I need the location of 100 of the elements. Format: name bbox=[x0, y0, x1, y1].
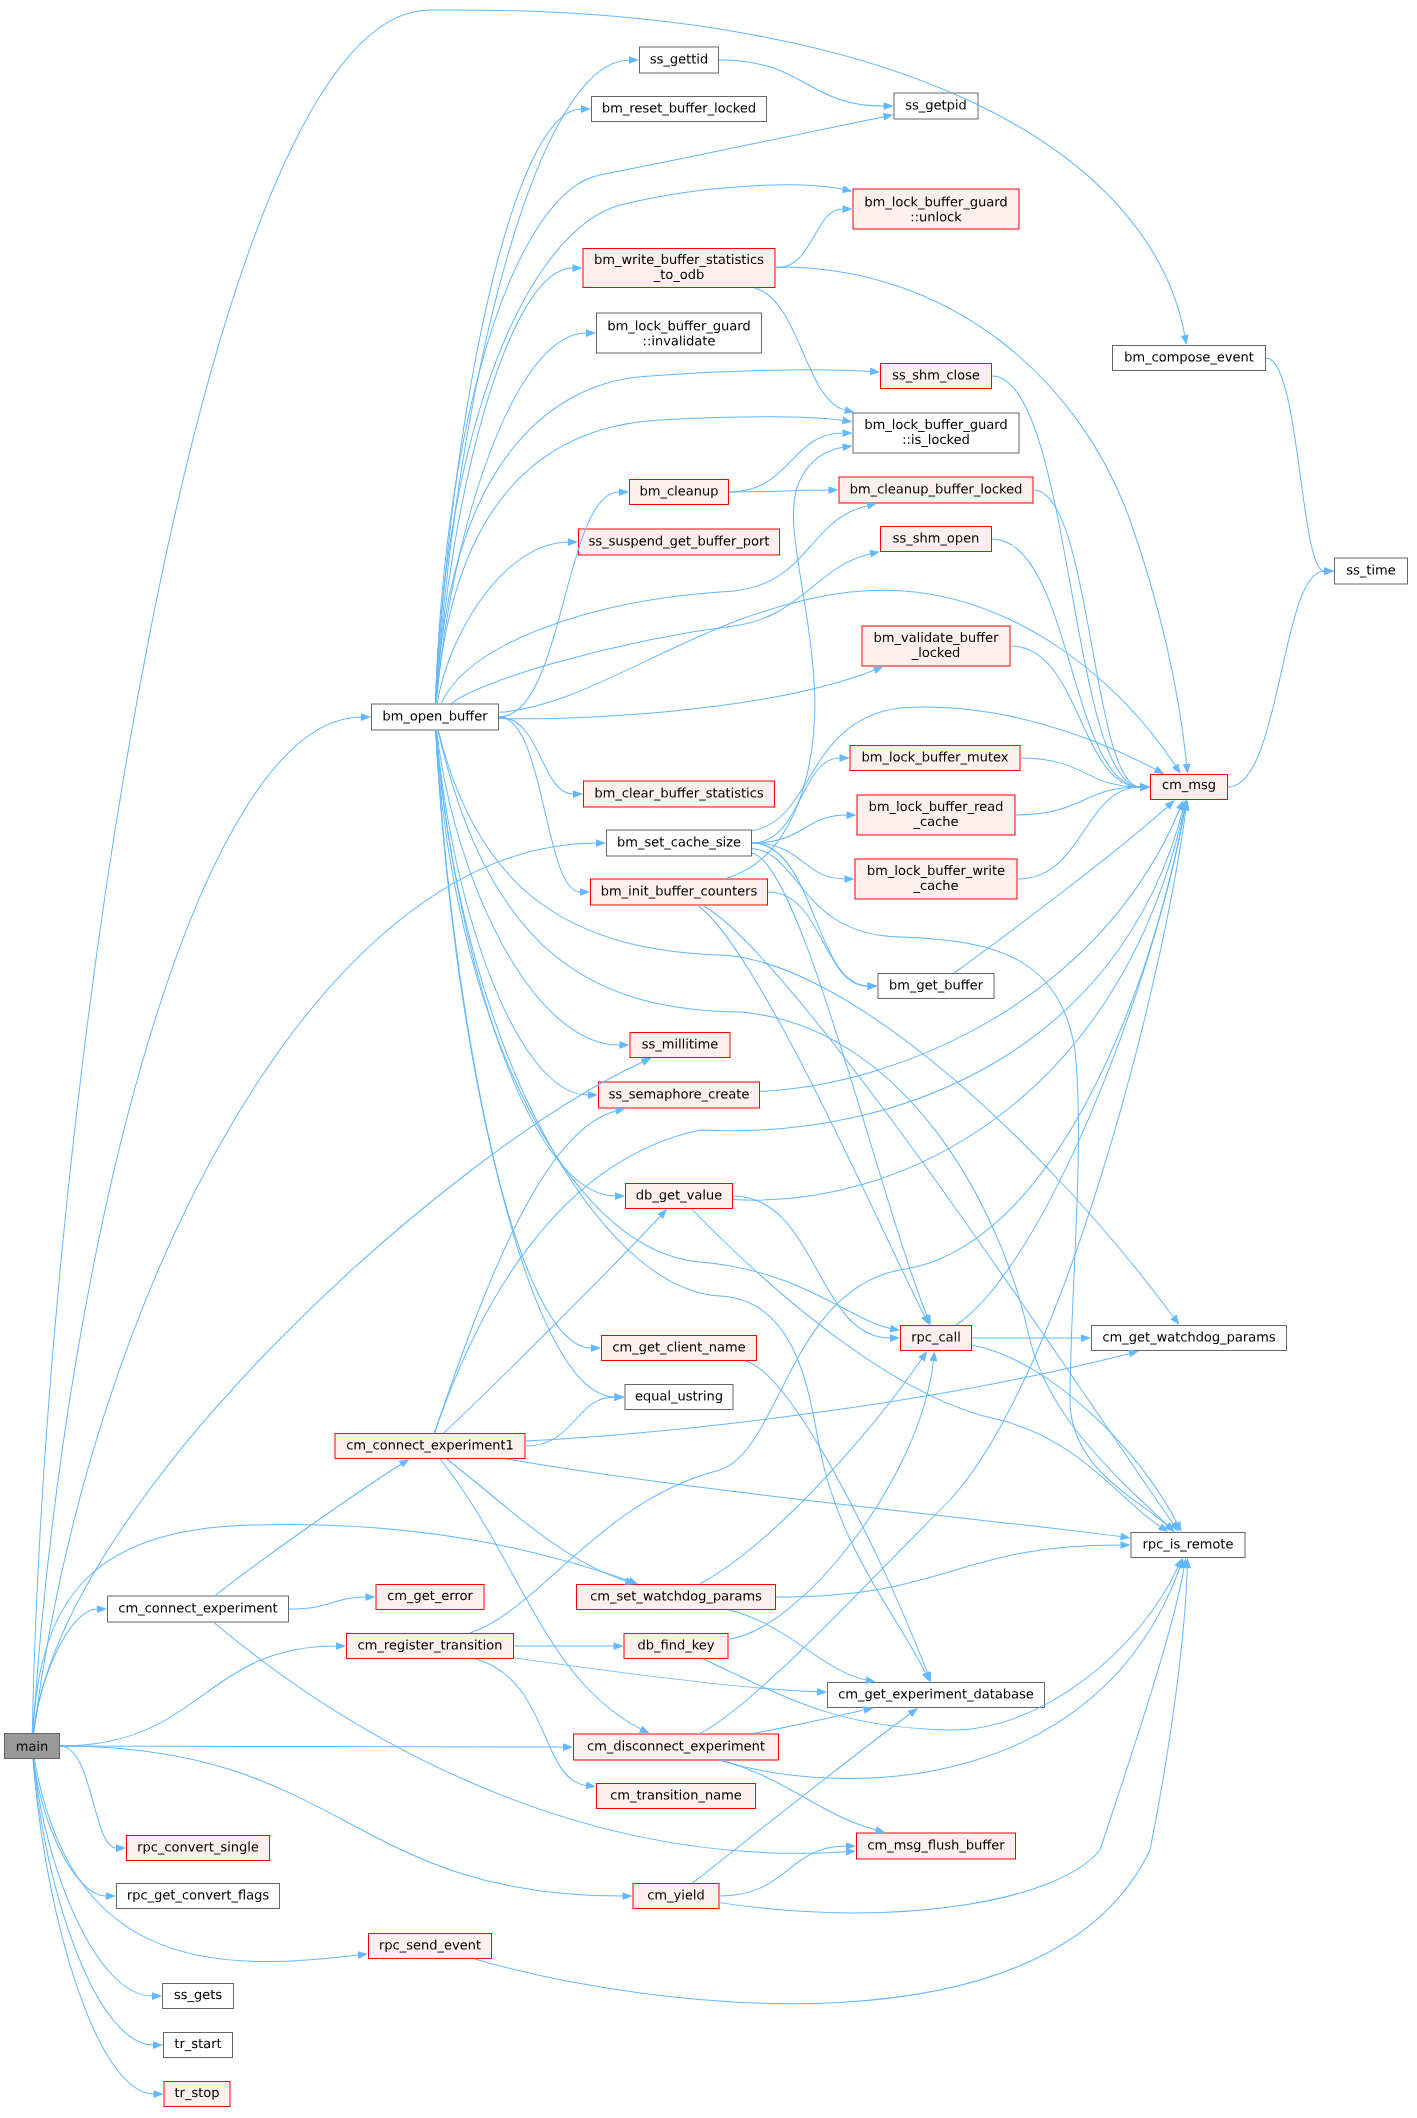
function-box: ss_suspend_get_buffer_port bbox=[578, 528, 780, 556]
call-arrow bbox=[702, 1558, 1182, 1731]
function-box: bm_write_buffer_statistics _to_odb bbox=[582, 248, 776, 288]
call-arrow bbox=[440, 502, 877, 704]
call-arrow bbox=[719, 1558, 1188, 1914]
function-box: bm_set_cache_size bbox=[606, 829, 752, 857]
function-box: tr_stop bbox=[163, 2081, 231, 2107]
function-box: cm_register_transition bbox=[346, 1633, 514, 1659]
call-arrow bbox=[718, 59, 893, 110]
call-arrow bbox=[498, 666, 883, 720]
call-arrow bbox=[436, 538, 578, 704]
call-arrow bbox=[513, 1642, 623, 1650]
call-arrow bbox=[59, 1745, 126, 1852]
call-arrow bbox=[474, 1558, 1191, 2004]
call-arrow bbox=[436, 730, 629, 1049]
call-arrow bbox=[435, 367, 880, 704]
call-arrow bbox=[475, 1658, 596, 1790]
function-box: cm_get_watchdog_params bbox=[1091, 1325, 1287, 1351]
call-arrow bbox=[498, 589, 1181, 774]
function-box: rpc_convert_single bbox=[126, 1835, 270, 1861]
call-arrow bbox=[32, 1605, 107, 1734]
function-box: bm_reset_buffer_locked bbox=[591, 96, 767, 122]
function-box: bm_lock_buffer_mutex bbox=[849, 745, 1021, 771]
function-box: cm_get_client_name bbox=[601, 1335, 757, 1361]
function-box: ss_semaphore_create bbox=[598, 1081, 760, 1109]
call-arrow bbox=[513, 1657, 827, 1696]
call-arrow bbox=[498, 716, 590, 896]
function-box: bm_get_buffer bbox=[877, 973, 995, 999]
call-arrow bbox=[33, 1758, 368, 1962]
function-box: rpc_send_event bbox=[368, 1933, 492, 1959]
call-arrow bbox=[498, 488, 629, 718]
call-arrow bbox=[728, 1609, 875, 1684]
call-arrow bbox=[435, 730, 930, 1682]
call-arrow bbox=[1227, 567, 1334, 788]
call-arrow bbox=[692, 1708, 918, 1884]
function-box: cm_transition_name bbox=[596, 1783, 756, 1809]
function-box: tr_start bbox=[163, 2032, 233, 2058]
call-arrow bbox=[971, 1334, 1091, 1342]
function-box: rpc_call bbox=[900, 1325, 972, 1351]
call-arrow bbox=[971, 1344, 1182, 1532]
call-arrow bbox=[214, 1459, 409, 1596]
function-box: bm_cleanup bbox=[629, 479, 729, 505]
call-arrow bbox=[446, 1458, 635, 1585]
call-arrow bbox=[434, 184, 852, 704]
call-arrow bbox=[719, 1842, 856, 1897]
function-box: bm_lock_buffer_guard ::unlock bbox=[852, 188, 1020, 230]
call-arrow bbox=[702, 905, 1179, 1532]
call-arrow bbox=[744, 1360, 931, 1682]
function-box: cm_connect_experiment1 bbox=[334, 1433, 526, 1459]
call-arrow bbox=[213, 1622, 856, 1856]
call-arrow bbox=[1017, 783, 1150, 880]
function-box: ss_time bbox=[1334, 557, 1408, 585]
call-arrow bbox=[435, 416, 852, 704]
function-box: cm_connect_experiment bbox=[107, 1595, 289, 1623]
call-arrow bbox=[732, 1195, 900, 1342]
function-box: bm_lock_buffer_read _cache bbox=[856, 794, 1016, 836]
function-box: ss_shm_close bbox=[880, 363, 992, 389]
function-box: db_find_key bbox=[623, 1633, 729, 1659]
call-arrow bbox=[732, 800, 1188, 1201]
call-arrow bbox=[767, 891, 877, 990]
function-box: main bbox=[4, 1733, 60, 1759]
call-arrow bbox=[953, 800, 1175, 974]
function-box: bm_validate_buffer _locked bbox=[861, 625, 1011, 667]
call-arrow bbox=[691, 1208, 1168, 1532]
call-arrow bbox=[751, 852, 931, 1325]
function-box: cm_msg bbox=[1150, 774, 1228, 800]
function-box: cm_get_error bbox=[375, 1584, 485, 1610]
call-arrow bbox=[443, 1209, 667, 1434]
function-box: ss_millitime bbox=[629, 1032, 731, 1058]
function-box: cm_get_experiment_database bbox=[827, 1682, 1045, 1708]
function-box: cm_disconnect_experiment bbox=[573, 1733, 779, 1761]
call-arrow bbox=[525, 1393, 624, 1447]
function-box: rpc_get_convert_flags bbox=[116, 1883, 280, 1909]
call-arrow bbox=[751, 1706, 873, 1734]
function-box: bm_compose_event bbox=[1112, 345, 1266, 371]
function-box: db_get_value bbox=[625, 1183, 733, 1209]
function-box: cm_set_watchdog_params bbox=[576, 1584, 776, 1610]
call-arrow bbox=[775, 1541, 1130, 1598]
call-arrow bbox=[32, 1524, 638, 1734]
function-box: ss_getpid bbox=[893, 92, 979, 120]
function-box: ss_shm_open bbox=[880, 526, 992, 552]
call-arrow bbox=[725, 443, 852, 879]
call-arrow bbox=[439, 1458, 649, 1734]
function-box: ss_gets bbox=[162, 1983, 234, 2009]
call-arrow bbox=[754, 287, 854, 414]
call-arrow bbox=[59, 1745, 632, 1900]
call-arrow bbox=[955, 800, 1189, 1326]
function-box: bm_clear_buffer_statistics bbox=[583, 780, 775, 808]
call-arrow bbox=[728, 1351, 938, 1640]
function-box: cm_msg_flush_buffer bbox=[856, 1832, 1016, 1860]
function-box: ss_gettid bbox=[639, 46, 719, 74]
call-arrow bbox=[697, 905, 930, 1325]
call-arrow bbox=[751, 842, 854, 883]
call-arrow bbox=[775, 205, 852, 269]
call-arrow bbox=[699, 1351, 927, 1585]
call-arrow bbox=[505, 1458, 1130, 1541]
call-arrow bbox=[719, 1558, 1184, 1779]
function-box: bm_cleanup_buffer_locked bbox=[838, 476, 1034, 504]
function-box: bm_init_buffer_counters bbox=[590, 878, 768, 906]
function-box: bm_lock_buffer_guard ::invalidate bbox=[596, 312, 762, 354]
